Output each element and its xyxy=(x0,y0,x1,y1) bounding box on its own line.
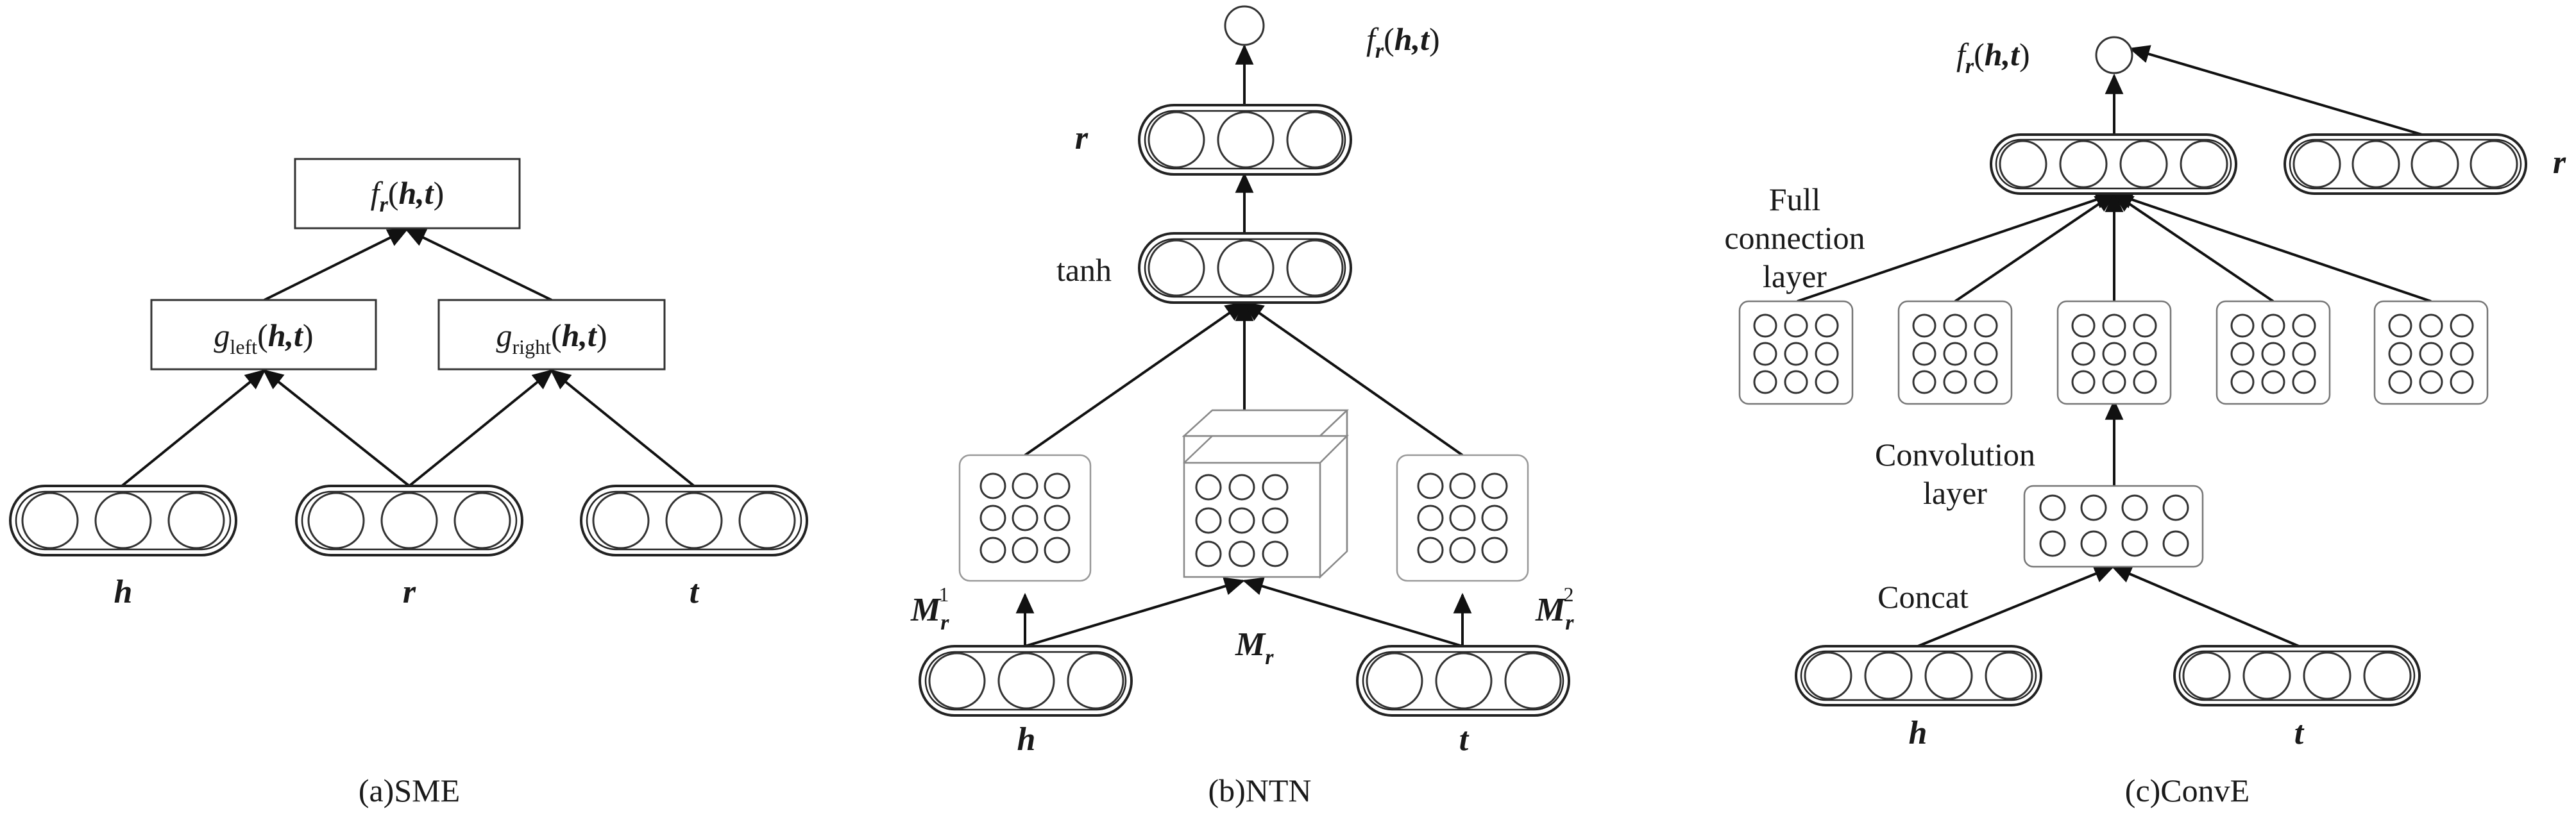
ntn-score-label: fr(h,t) xyxy=(1366,21,1440,63)
ntn-edges xyxy=(1015,44,1472,647)
sme-g-left-box: gleft(h,t) xyxy=(150,299,377,371)
caption-sme: (a)SME xyxy=(359,772,460,808)
ntn-relation-vector xyxy=(1138,104,1352,176)
ntn-tanh-label: tanh xyxy=(1056,252,1112,288)
conve-output-node xyxy=(2095,36,2133,74)
ntn-tensor-cube xyxy=(1182,409,1350,579)
ntn-label-mr1: Mr1 xyxy=(910,583,949,635)
conve-hidden-vector xyxy=(1990,133,2237,195)
conve-score-label: fr(h,t) xyxy=(1956,37,2030,78)
conve-feature-map-5 xyxy=(2373,300,2489,405)
sme-edges xyxy=(121,228,695,487)
conve-concat-label: Concat xyxy=(1877,579,1969,615)
ntn-matrix-left xyxy=(958,454,1092,582)
ntn-relation-label: r xyxy=(1075,120,1089,156)
conve-feature-map-2 xyxy=(1897,300,2013,405)
sme-input-h xyxy=(9,485,237,556)
conve-relation-label: r xyxy=(2553,144,2566,181)
conve-label-h: h xyxy=(1909,715,1928,751)
ntn-label-t: t xyxy=(1459,721,1470,758)
ntn-input-h xyxy=(919,645,1133,717)
conve-convolution-line1: Convolution xyxy=(1875,437,2035,472)
conve-edges xyxy=(1797,45,2432,647)
conve-input-t xyxy=(2173,645,2421,706)
conve-label-t: t xyxy=(2294,715,2305,751)
panel-ntn: fr(h,t) r tanh xyxy=(910,5,1574,808)
sme-g-left-label: gleft(h,t) xyxy=(214,317,313,358)
conve-feature-map-1 xyxy=(1738,300,1854,405)
conve-feature-map-4 xyxy=(2216,300,2331,405)
conve-full-connection-line3: layer xyxy=(1763,258,1827,294)
sme-g-right-box: gright(h,t) xyxy=(437,299,666,371)
conve-full-connection-line2: connection xyxy=(1724,220,1865,256)
ntn-matrix-right xyxy=(1396,454,1529,582)
panel-conve: fr(h,t) r Full connection layer xyxy=(1724,36,2566,808)
ntn-input-t xyxy=(1356,645,1570,717)
sme-score-box: fr(h,t) xyxy=(294,158,521,230)
ntn-output-node xyxy=(1224,5,1265,46)
conve-convolution-line2: layer xyxy=(1923,475,1987,511)
ntn-label-h: h xyxy=(1017,721,1036,758)
conve-full-connection-line1: Full xyxy=(1769,181,1821,217)
caption-ntn: (b)NTN xyxy=(1208,772,1311,808)
ntn-label-mr2: Mr2 xyxy=(1535,583,1574,635)
sme-input-t xyxy=(580,485,808,556)
sme-g-right-label: gright(h,t) xyxy=(496,317,607,358)
caption-conve: (c)ConvE xyxy=(2125,772,2250,808)
sme-label-t: t xyxy=(690,574,700,610)
conve-relation-vector xyxy=(2284,133,2527,195)
conve-concat-matrix xyxy=(2023,485,2204,568)
panel-sme: fr(h,t) gleft(h,t) gright(h,t) xyxy=(9,158,808,808)
sme-label-h: h xyxy=(114,574,133,610)
conve-input-h xyxy=(1795,645,2042,706)
ntn-tanh-vector xyxy=(1138,232,1352,304)
conve-feature-map-3 xyxy=(2056,300,2172,405)
sme-input-r xyxy=(295,485,523,556)
sme-label-r: r xyxy=(403,574,416,610)
ntn-label-mr: Mr xyxy=(1235,626,1274,669)
